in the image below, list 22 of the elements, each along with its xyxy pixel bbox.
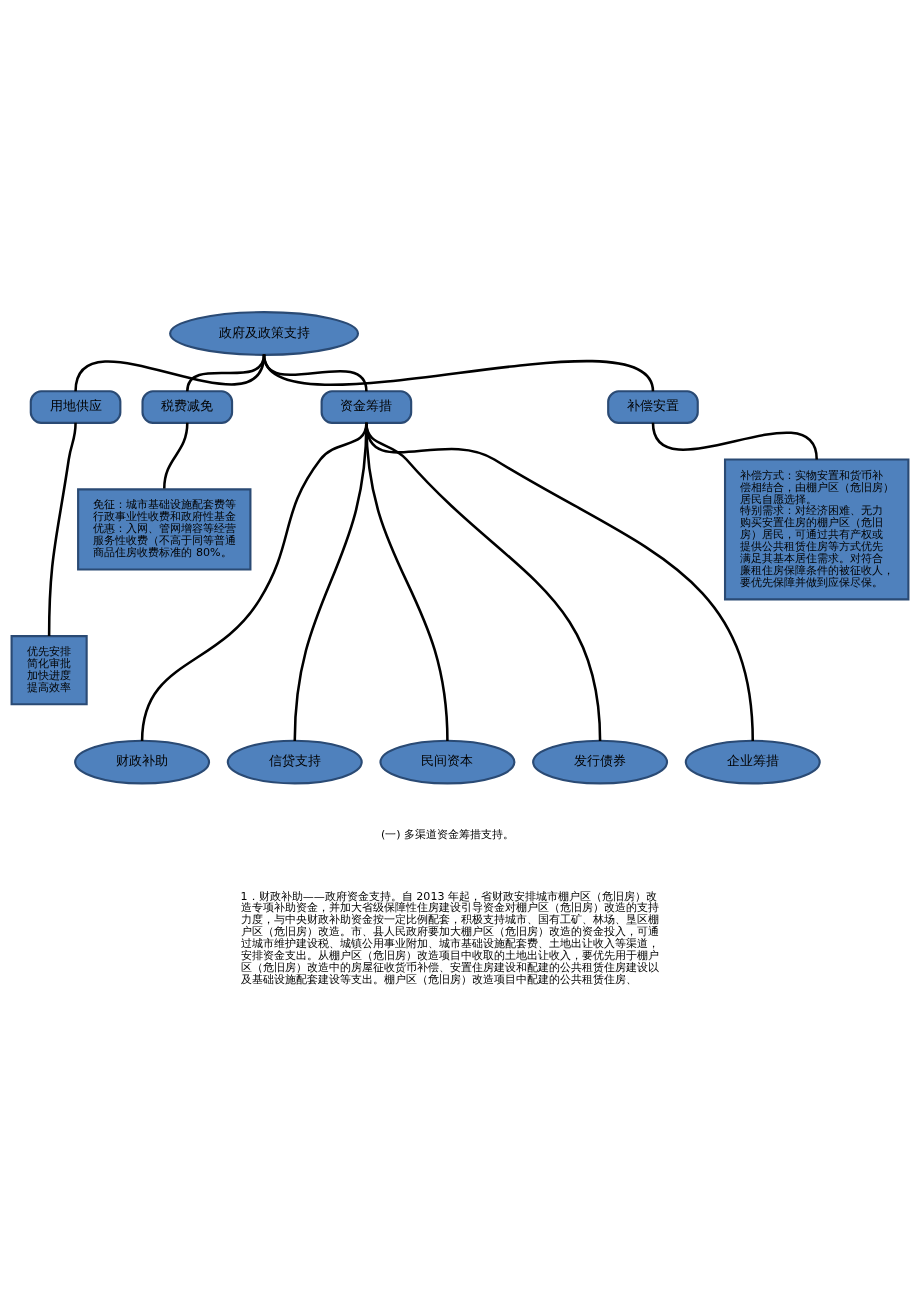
- connector: [47, 422, 77, 637]
- connector: [365, 422, 755, 742]
- node-box: 补偿安置: [607, 390, 699, 424]
- node-ellipse: 民间资本: [379, 739, 516, 785]
- node-box: 资金筹措: [320, 390, 413, 424]
- connector: [74, 354, 266, 392]
- node-ellipse: 企业筹措: [684, 739, 821, 785]
- node-box: 优先安排 简化审批 加快进度 提高效率: [10, 635, 88, 706]
- node-box: 补偿方式：实物安置和货币补偿相结合，由棚户区（危旧房）居民自愿选择。 特别需求：对经济困难、无力购买安置住房的棚户区（危旧房）居民，可通过共有产权或提供公共租赁住房等方式优先满足其基本居住需求。对符合廉租住房保障条件的被征收人，要优先保障并做到应保尽保。: [723, 458, 910, 601]
- node-ellipse: 政府及政策支持: [169, 311, 360, 356]
- node-ellipse: 信贷支持: [226, 739, 363, 785]
- node-ellipse: 发行债券: [532, 739, 669, 785]
- connector: [651, 422, 818, 460]
- label: (一) 多渠道资金筹措支持。: [380, 828, 515, 842]
- node-box: 用地供应: [29, 390, 122, 424]
- label: 1．财政补助——政府资金支持。自 2013 年起，省财政安排城市棚户区（危旧房）改造专项补助资金，并加大省级保障性住房建设引导资金对棚户区（危旧房）改造的支持力度，与中央财政补助资金按一定比例配套，积极支持城市、国有工矿、林场、垦区棚户区（危旧房）改造。市、县人民政府要加大棚户区（危旧房）改造的资金投入，可通过城市维护建设税、城镇公用事业附加、城市基础设施配套费、土地出让收入等渠道，安排资金支出。从棚户区（危旧房）改造项目中收取的土地出让收入，要优先用于棚户区（危旧房）改造中的房屋征收货币补偿、安置住房建设和配建的公共租赁住房建设以及基础设施配套建设等支出。棚户区（危旧房）改造项目中配建的公共租赁住房、: [240, 889, 659, 987]
- connector: [186, 354, 266, 392]
- connector: [140, 422, 368, 742]
- node-ellipse: 财政补助: [74, 739, 211, 785]
- connector: [163, 422, 189, 489]
- node-box: 免征：城市基础设施配套费等行政事业性收费和政府性基金 优惠：入网、管网增容等经营服务性收费（不高于同等普通商品住房收费标准的 80%。: [77, 488, 252, 571]
- node-box: 税费减免: [141, 390, 234, 424]
